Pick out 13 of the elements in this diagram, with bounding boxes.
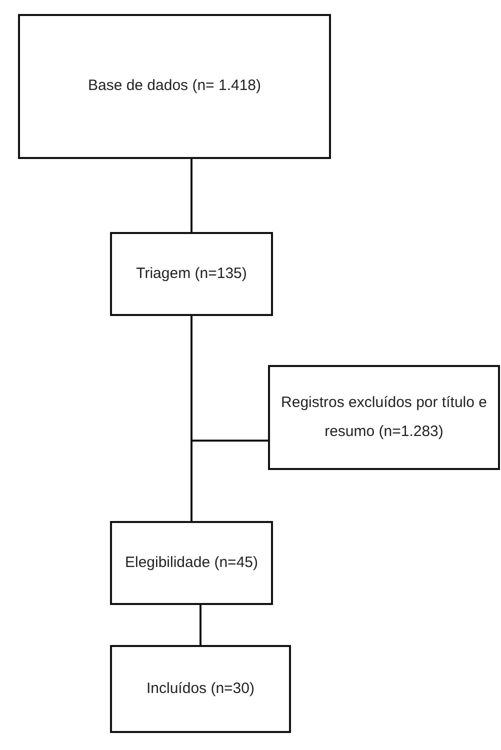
box-label: Registros excluídos por título e resumo (n=1.283) <box>280 393 488 442</box>
process-box <box>110 521 273 605</box>
box-label: Triagem (n=135) <box>136 264 247 284</box>
connector-line <box>190 159 192 232</box>
process-box <box>268 365 500 470</box>
process-box <box>110 232 273 316</box>
box-label: Base de dados (n= 1.418) <box>88 76 262 96</box>
box-label: Incluídos (n=30) <box>146 678 254 699</box>
connector-line <box>200 605 202 645</box>
process-box <box>110 645 291 733</box>
box-label: Elegibilidade (n=45) <box>124 552 258 573</box>
process-box <box>18 14 331 159</box>
connector-line <box>190 316 192 521</box>
